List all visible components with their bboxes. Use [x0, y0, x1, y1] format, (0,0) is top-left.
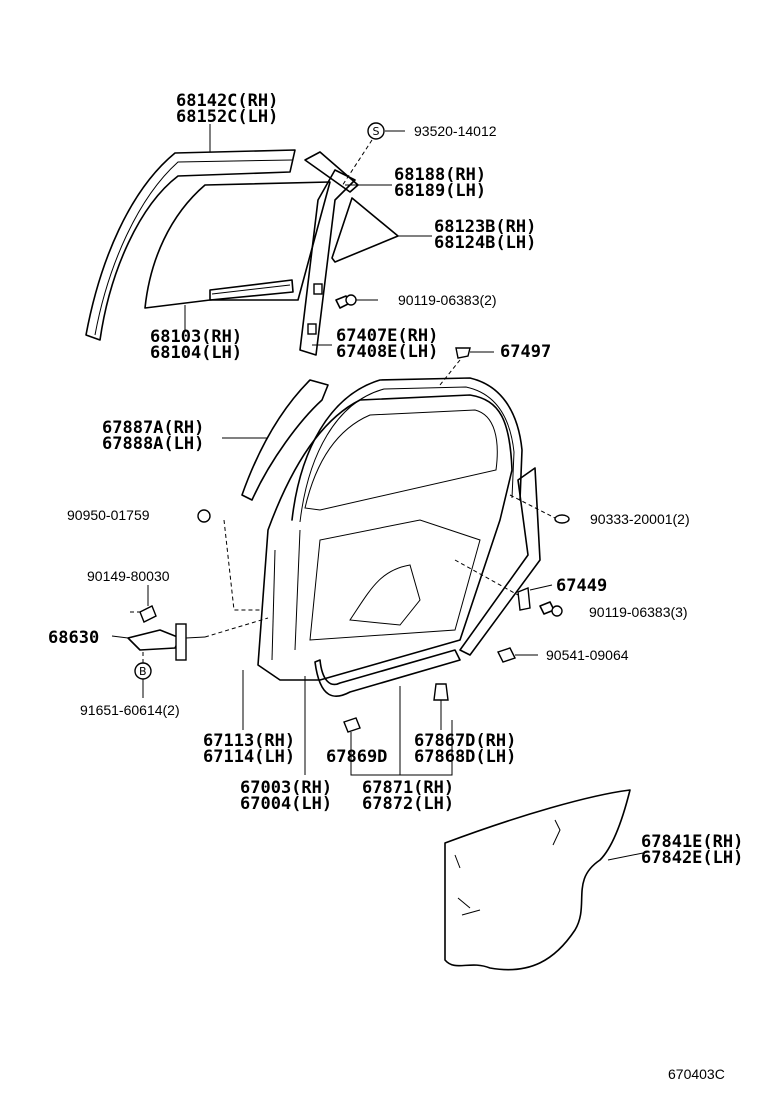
quarter-glass [331, 197, 399, 263]
clip-67867d [433, 683, 449, 701]
label-67497: 67497 [500, 342, 551, 362]
label-67003: 67003(RH) [240, 778, 332, 798]
bolt-lower [539, 601, 563, 617]
svg-text:B: B [139, 665, 147, 678]
label-67868d: 67868D(LH) [414, 747, 516, 767]
label-90950: 90950-01759 [67, 507, 150, 523]
label-67887a: 67887A(RH) [102, 418, 204, 438]
diagram-code: 670403C [668, 1066, 725, 1082]
door-check [127, 623, 206, 661]
bolt-symbol-b: B [134, 662, 152, 680]
label-67869d: 67869D [326, 747, 387, 767]
label-68104: 68104(LH) [150, 343, 242, 363]
label-67871: 67871(RH) [362, 778, 454, 798]
grommet-90950 [197, 509, 211, 523]
label-68630: 68630 [48, 628, 99, 648]
label-67842e: 67842E(LH) [641, 848, 743, 868]
label-67888a: 67888A(LH) [102, 434, 204, 454]
dash-68630 [204, 617, 269, 638]
label-90119a: 90119-06383(2) [398, 292, 497, 308]
label-90333: 90333-20001(2) [590, 511, 690, 527]
dash-67497 [439, 359, 461, 386]
label-68188: 68188(RH) [394, 165, 486, 185]
clip-67497 [455, 347, 471, 359]
dash-90950 [223, 519, 262, 611]
label-67114: 67114(LH) [203, 747, 295, 767]
label-67408e: 67408E(LH) [336, 342, 438, 362]
label-67113: 67113(RH) [203, 731, 295, 751]
label-68124b: 68124B(LH) [434, 233, 536, 253]
label-68103: 68103(RH) [150, 327, 242, 347]
label-67867d: 67867D(RH) [414, 731, 516, 751]
door-glass [144, 181, 331, 309]
label-67872: 67872(LH) [362, 794, 454, 814]
label-67449: 67449 [556, 576, 607, 596]
leader-68630 [111, 635, 129, 639]
label-93520: 93520-14012 [414, 123, 497, 139]
label-68142c: 68142C(RH) [176, 91, 278, 111]
clip-67869d [343, 717, 361, 733]
division-bar [299, 151, 359, 356]
label-68152c: 68152C(LH) [176, 107, 278, 127]
clip-90541 [497, 647, 516, 663]
svg-text:S: S [373, 125, 380, 138]
dash-67449 [454, 559, 519, 596]
outer-glass-run-channel [85, 149, 296, 341]
door-shell [257, 394, 513, 681]
label-90149: 90149-80030 [87, 568, 170, 584]
label-68189: 68189(LH) [394, 181, 486, 201]
lower-weatherstrip [314, 649, 461, 698]
bolt-90149 [139, 605, 157, 623]
leader-67841e [607, 851, 649, 861]
service-hole-cover [444, 789, 631, 971]
dash-90333 [509, 494, 556, 519]
leader-67449 [529, 584, 553, 591]
door-weatherstrip [291, 377, 523, 523]
label-90119b: 90119-06383(3) [589, 604, 688, 620]
bracket-67449 [517, 587, 531, 611]
leader-93520-dash [341, 139, 373, 187]
label-90541: 90541-09064 [546, 647, 629, 663]
label-91651: 91651-60614(2) [80, 702, 180, 718]
leader-67869d [350, 720, 453, 776]
label-67841e: 67841E(RH) [641, 832, 743, 852]
frame-moulding [241, 379, 329, 501]
bolt-upper [335, 294, 357, 309]
plug-90333 [554, 514, 570, 524]
label-67407e: 67407E(RH) [336, 326, 438, 346]
label-67004: 67004(LH) [240, 794, 332, 814]
rear-weatherstrip [459, 467, 541, 656]
screw-symbol: S [367, 122, 385, 140]
label-68123b: 68123B(RH) [434, 217, 536, 237]
